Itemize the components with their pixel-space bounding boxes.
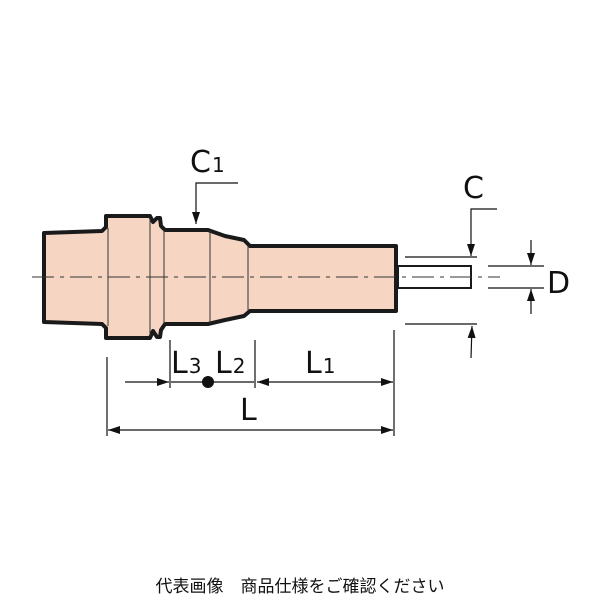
l1-label: L1 [305,346,335,381]
c-label: C [463,171,484,206]
d-label: D [547,266,570,301]
l2-label: L2 [215,346,245,381]
image-caption: 代表画像 商品仕様をご確認ください [155,577,445,597]
length-dimensions [106,330,395,436]
l-label: L [240,393,257,428]
c1-leader [192,182,238,224]
c1-label: C1 [190,145,225,180]
holder-body [42,214,398,340]
c-leader [405,208,497,359]
gauge-point-dot [202,376,214,388]
d-dimension [488,240,544,314]
l3-label: L3 [171,346,201,381]
